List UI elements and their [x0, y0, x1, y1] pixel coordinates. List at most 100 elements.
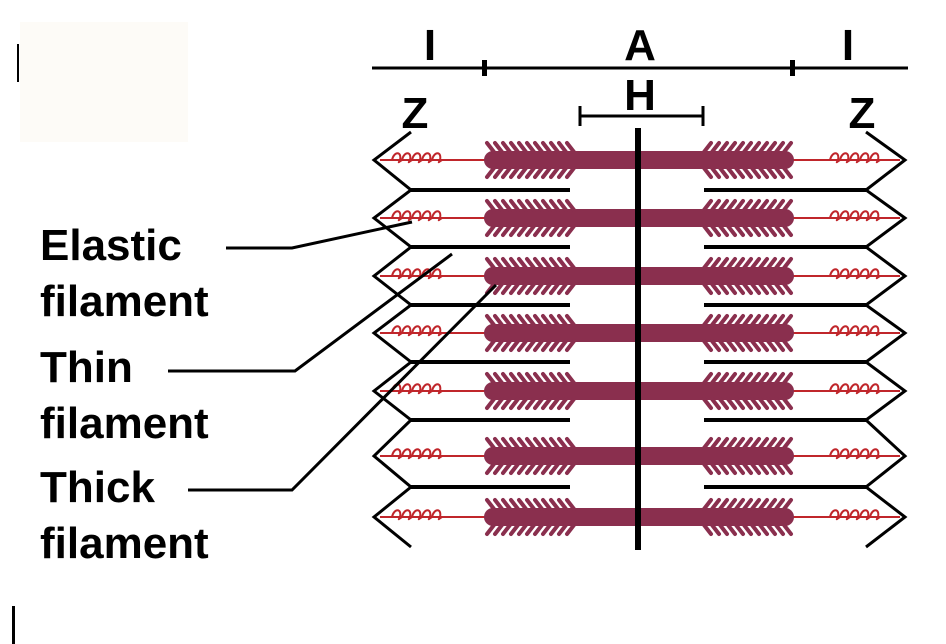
myosin-head	[525, 372, 536, 385]
z-line-label-right: Z	[849, 89, 876, 138]
myosin-head	[758, 397, 769, 410]
myosin-head	[702, 462, 713, 475]
myosin-head	[509, 224, 520, 237]
myosin-head	[485, 498, 496, 511]
myosin-head	[493, 166, 504, 179]
myosin-head	[557, 199, 568, 212]
myosin-head	[557, 257, 568, 270]
thick-filament-label: Thick filament	[40, 460, 209, 572]
myosin-head	[525, 498, 536, 511]
myosin-head	[533, 314, 544, 327]
myosin-head	[493, 437, 504, 450]
a-band-label: A	[624, 21, 656, 70]
thin-filament-line2: filament	[40, 399, 209, 448]
myosin-head	[485, 224, 496, 237]
myosin-head	[557, 282, 568, 295]
myosin-head	[509, 314, 520, 327]
myosin-head	[766, 339, 777, 352]
myosin-head	[533, 372, 544, 385]
myosin-head	[565, 314, 576, 327]
myosin-head	[533, 257, 544, 270]
myosin-head	[493, 462, 504, 475]
myosin-head	[782, 166, 793, 179]
myosin-head	[501, 141, 512, 154]
myosin-head	[533, 339, 544, 352]
myosin-head	[509, 282, 520, 295]
myosin-head	[565, 199, 576, 212]
thick-filament-line1: Thick	[40, 463, 155, 512]
myosin-head	[758, 498, 769, 511]
myosin-head	[734, 257, 745, 270]
myosin-head	[493, 141, 504, 154]
myosin-head	[782, 224, 793, 237]
myosin-head	[517, 314, 528, 327]
myosin-head	[758, 224, 769, 237]
myosin-head	[565, 282, 576, 295]
myosin-head	[702, 282, 713, 295]
myosin-head	[782, 437, 793, 450]
myosin-head	[710, 257, 721, 270]
myosin-head	[485, 199, 496, 212]
thick-filament-line2: filament	[40, 519, 209, 568]
myosin-head	[742, 314, 753, 327]
myosin-head	[533, 282, 544, 295]
myosin-head	[750, 462, 761, 475]
text-cursor-mark	[12, 606, 15, 644]
myosin-head	[710, 523, 721, 536]
myosin-head	[742, 257, 753, 270]
myosin-head	[549, 282, 560, 295]
myosin-head	[565, 166, 576, 179]
myosin-head	[501, 314, 512, 327]
myosin-head	[501, 166, 512, 179]
myosin-head	[509, 141, 520, 154]
myosin-head	[718, 462, 729, 475]
myosin-head	[533, 397, 544, 410]
myosin-head	[485, 437, 496, 450]
myosin-head	[750, 372, 761, 385]
myosin-head	[758, 282, 769, 295]
myosin-head	[517, 257, 528, 270]
myosin-head	[766, 523, 777, 536]
myosin-head	[782, 339, 793, 352]
myosin-head	[549, 166, 560, 179]
myosin-head	[557, 166, 568, 179]
myosin-head	[565, 523, 576, 536]
myosin-head	[541, 437, 552, 450]
elastic-filament-coil	[391, 152, 443, 164]
myosin-head	[565, 397, 576, 410]
myosin-head	[774, 397, 785, 410]
myosin-head	[493, 257, 504, 270]
myosin-head	[758, 523, 769, 536]
myosin-head	[758, 166, 769, 179]
myosin-head	[533, 166, 544, 179]
myosin-head	[702, 314, 713, 327]
myosin-head	[509, 397, 520, 410]
elastic-filament-coil	[391, 325, 443, 337]
myosin-head	[549, 498, 560, 511]
myosin-head	[509, 166, 520, 179]
myosin-head	[742, 339, 753, 352]
myosin-head	[509, 199, 520, 212]
myosin-head	[509, 339, 520, 352]
elastic-filament-label: Elastic filament	[40, 218, 209, 330]
myosin-head	[718, 397, 729, 410]
myosin-head	[557, 462, 568, 475]
myosin-head	[557, 397, 568, 410]
myosin-head	[782, 372, 793, 385]
myosin-head	[742, 282, 753, 295]
myosin-head	[774, 282, 785, 295]
myosin-head	[541, 372, 552, 385]
myosin-head	[525, 397, 536, 410]
myosin-head	[525, 523, 536, 536]
myosin-head	[525, 282, 536, 295]
myosin-head	[774, 257, 785, 270]
myosin-head	[517, 224, 528, 237]
myosin-head	[485, 166, 496, 179]
myosin-head	[726, 523, 737, 536]
myosin-head	[734, 437, 745, 450]
elastic-filament-coil	[391, 383, 443, 395]
elastic-filament-coil	[829, 210, 881, 222]
myosin-head	[742, 199, 753, 212]
myosin-head	[485, 141, 496, 154]
myosin-head	[774, 314, 785, 327]
